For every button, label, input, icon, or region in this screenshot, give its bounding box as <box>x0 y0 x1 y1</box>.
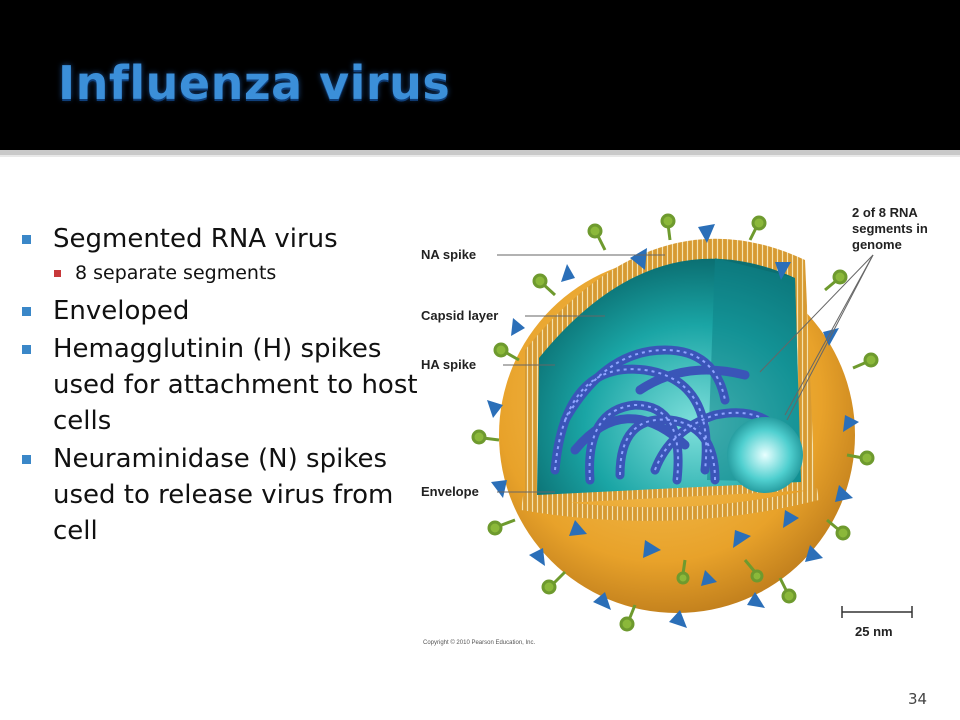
label-ha-spike: HA spike <box>421 357 476 372</box>
scale-bar <box>841 606 913 618</box>
scale-bar-label: 25 nm <box>855 624 893 639</box>
cutaway-floor <box>521 488 819 521</box>
bullet-text: Enveloped <box>53 296 190 327</box>
ha-spikes <box>471 213 879 632</box>
bullet-text: Hemagglutinin (H) spikes used for attach… <box>53 334 418 437</box>
sub-bullet-text: 8 separate segments <box>75 261 277 284</box>
bullet-square-icon <box>22 235 31 244</box>
bullet-square-icon <box>22 454 31 464</box>
bullet-item: Hemagglutinin (H) spikes used for attach… <box>22 332 422 440</box>
title-divider-light <box>0 155 960 157</box>
label-capsid-layer: Capsid layer <box>421 308 498 323</box>
title-divider <box>0 150 960 155</box>
slide-title: Influenza virus <box>58 56 451 110</box>
copyright-text: Copyright © 2010 Pearson Education, Inc. <box>423 639 535 646</box>
callout-lines <box>497 254 874 493</box>
bullet-item: Segmented RNA virus <box>22 222 422 258</box>
bullet-square-icon <box>22 345 31 355</box>
influenza-virus-diagram: NA spike Capsid layer HA spike Envelope … <box>421 205 928 646</box>
label-rna-line1: 2 of 8 RNA <box>852 205 918 220</box>
bullet-list: Segmented RNA virus 8 separate segments … <box>22 222 422 552</box>
bullet-text: Segmented RNA virus <box>53 224 338 254</box>
bullet-square-icon <box>22 307 31 317</box>
bullet-item: Enveloped <box>22 294 422 330</box>
sub-bullet-item: 8 separate segments <box>54 260 422 287</box>
title-bar <box>0 0 960 150</box>
label-na-spike: NA spike <box>421 247 476 262</box>
sub-bullet-square-icon <box>54 269 61 277</box>
bullet-item: Neuraminidase (N) spikes used to release… <box>22 442 422 550</box>
page-number: 34 <box>908 690 928 708</box>
label-rna-line2: segments in <box>852 221 928 236</box>
bullet-text: Neuraminidase (N) spikes used to release… <box>53 443 394 546</box>
interior-vesicle <box>727 417 803 493</box>
na-spikes <box>487 224 859 628</box>
label-rna-line3: genome <box>852 237 902 252</box>
label-envelope: Envelope <box>421 484 479 499</box>
